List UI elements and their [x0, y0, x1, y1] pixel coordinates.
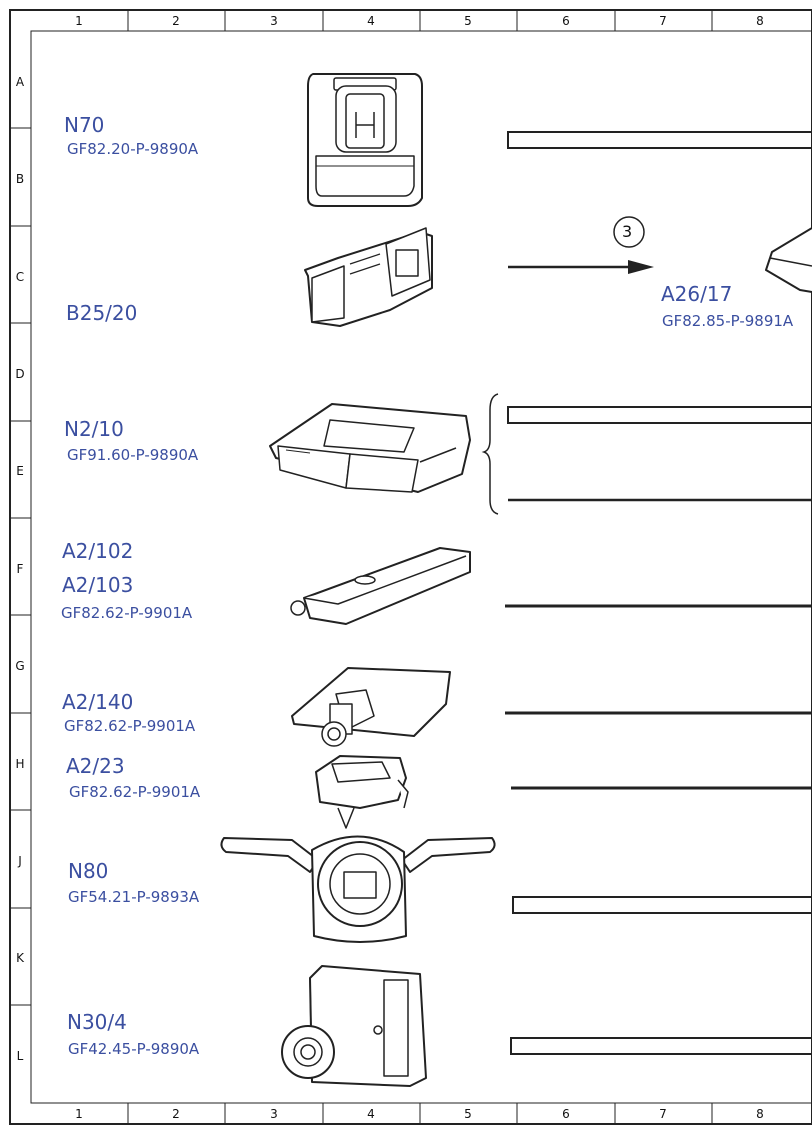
component-ref: GF82.20-P-9890A [67, 140, 199, 158]
column-label-bottom: 7 [659, 1107, 667, 1121]
column-label-top: 6 [562, 14, 570, 28]
brace [481, 393, 499, 515]
row-label: L [16, 1049, 24, 1063]
column-label-top: 7 [659, 14, 667, 28]
component-code: N2/10 [64, 417, 124, 441]
component-code: A2/103 [62, 573, 134, 597]
component-ref: GF91.60-P-9890A [67, 446, 199, 464]
component-code: A2/140 [62, 690, 134, 714]
row-label: F [16, 562, 24, 576]
cable-bundle-n70 [507, 131, 812, 149]
component-ref: GF82.62-P-9901A [61, 604, 193, 622]
component-code: B25/20 [66, 301, 138, 325]
connection-lines [481, 131, 812, 1055]
column-label-bottom: 8 [756, 1107, 764, 1121]
arrow-head [628, 260, 654, 274]
component-ref: GF42.45-P-9890A [68, 1040, 200, 1058]
inner-frame [30, 30, 812, 1104]
column-label-bottom: 5 [464, 1107, 472, 1121]
column-label-bottom: 3 [270, 1107, 278, 1121]
component-ref: GF82.62-P-9901A [64, 717, 196, 735]
row-label: C [15, 270, 25, 284]
row-label: A [15, 75, 25, 89]
component-code: N30/4 [67, 1010, 127, 1034]
n70-illustration [307, 73, 423, 207]
row-label: G [15, 659, 25, 673]
component-code: N70 [64, 113, 105, 137]
component-code: A26/17 [661, 282, 733, 306]
a2-102-illustration [290, 547, 471, 625]
column-ticks [127, 10, 713, 1124]
component-ref: GF82.85-P-9891A [662, 312, 794, 330]
n80-illustration [220, 835, 496, 943]
column-label-bottom: 2 [172, 1107, 180, 1121]
a26-17-illustration [765, 227, 812, 293]
column-label-bottom: 1 [75, 1107, 83, 1121]
column-label-top: 8 [756, 14, 764, 28]
column-label-top: 2 [172, 14, 180, 28]
component-code: A2/23 [66, 754, 125, 778]
column-label-bottom: 4 [367, 1107, 375, 1121]
row-label: K [16, 951, 24, 965]
n30-4-illustration [281, 965, 427, 1087]
component-code: N80 [68, 859, 109, 883]
component-code: A2/102 [62, 539, 134, 563]
component-ref: GF82.62-P-9901A [69, 783, 201, 801]
component-ref: GF54.21-P-9893A [68, 888, 200, 906]
column-label-bottom: 6 [562, 1107, 570, 1121]
row-label: E [16, 464, 24, 478]
column-label-top: 5 [464, 14, 472, 28]
column-label-top: 1 [75, 14, 83, 28]
cable-bundle-n2-10 [507, 406, 812, 424]
row-label: J [18, 854, 22, 868]
row-ticks [10, 127, 31, 1006]
column-label-top: 4 [367, 14, 375, 28]
a2-23-illustration [315, 755, 409, 829]
row-label: B [15, 172, 25, 186]
column-label-top: 3 [270, 14, 278, 28]
callout-circle [613, 216, 645, 248]
b25-20-illustration [304, 227, 433, 327]
outer-frame [9, 9, 812, 1125]
callout-number: 3 [622, 222, 633, 241]
cable-bundle-n30-4 [510, 1037, 812, 1055]
n2-10-illustration [269, 403, 471, 493]
a2-140-illustration [291, 667, 451, 747]
cable-bundle-n80 [512, 896, 812, 914]
row-label: D [15, 367, 25, 381]
row-label: H [15, 757, 25, 771]
